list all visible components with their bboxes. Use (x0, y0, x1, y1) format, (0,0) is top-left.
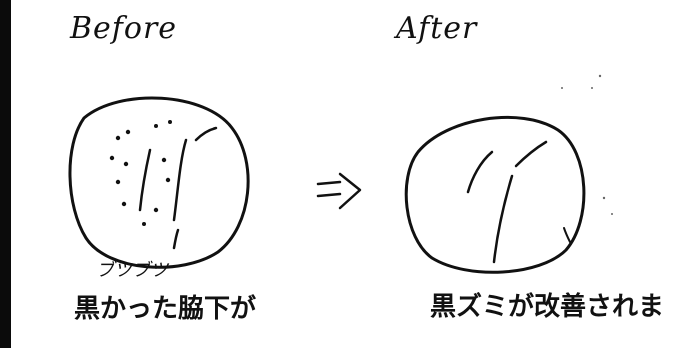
left-edge-bar (0, 0, 11, 348)
dot (115, 135, 121, 141)
caption-bumps: ブツブツ (96, 260, 168, 281)
arrow-glyph (316, 172, 362, 210)
before-stroke-3 (194, 126, 218, 142)
speck (611, 213, 613, 215)
before-dots (109, 120, 172, 226)
background-specks (561, 74, 613, 215)
before-stroke-1 (138, 148, 152, 212)
dot (142, 222, 146, 226)
dot (121, 201, 127, 207)
speck (602, 196, 606, 200)
before-stroke-4 (172, 228, 180, 250)
speck (591, 87, 593, 89)
after-stroke-3 (492, 174, 514, 264)
caption-after: 黒ズミが改善されま (430, 292, 665, 322)
before-title: Before (70, 11, 178, 46)
after-stroke-1 (466, 150, 494, 194)
dot (123, 161, 129, 167)
before-stroke-2 (172, 138, 188, 222)
speck (598, 74, 602, 78)
after-circle (404, 115, 586, 274)
after-title: After (396, 11, 478, 46)
dot (165, 177, 171, 183)
dot (115, 179, 121, 185)
dot (161, 157, 167, 163)
speck (561, 87, 563, 89)
caption-before: 黒かった脇下が (74, 294, 257, 324)
dot (125, 129, 131, 135)
dot (109, 155, 115, 161)
after-stroke-2 (514, 140, 548, 168)
dot (168, 120, 172, 124)
dot (153, 207, 159, 213)
before-circle (68, 96, 250, 269)
after-stroke-4 (563, 227, 571, 243)
dot (154, 124, 158, 128)
